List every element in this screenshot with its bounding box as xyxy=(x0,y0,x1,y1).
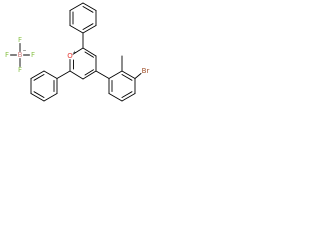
pyrylium-cation xyxy=(30,2,142,102)
fluorine-top-label: F xyxy=(18,36,22,44)
chemical-structure-canvas: F F B − F F xyxy=(0,0,152,152)
bromomethylphenyl-ring xyxy=(95,55,142,102)
phenyl-ring-bottom-left xyxy=(30,70,71,102)
chemical-structure-drawing: F F B − F F xyxy=(5,2,150,102)
bromine-bond xyxy=(134,73,142,79)
boron-label: B xyxy=(18,51,23,59)
boron-charge-label: − xyxy=(23,49,27,54)
fluorine-bottom-label: F xyxy=(18,66,22,74)
phenyl-ring-top xyxy=(69,2,97,49)
pyrylium-ring xyxy=(69,47,97,80)
tetrafluoroborate-anion xyxy=(10,43,30,67)
fluorine-right-label: F xyxy=(31,51,35,59)
oxygen-charge-label: + xyxy=(73,50,77,56)
oxygen-label: O xyxy=(67,52,73,60)
bromine-label: Br xyxy=(142,67,150,75)
fluorine-left-label: F xyxy=(5,51,9,59)
